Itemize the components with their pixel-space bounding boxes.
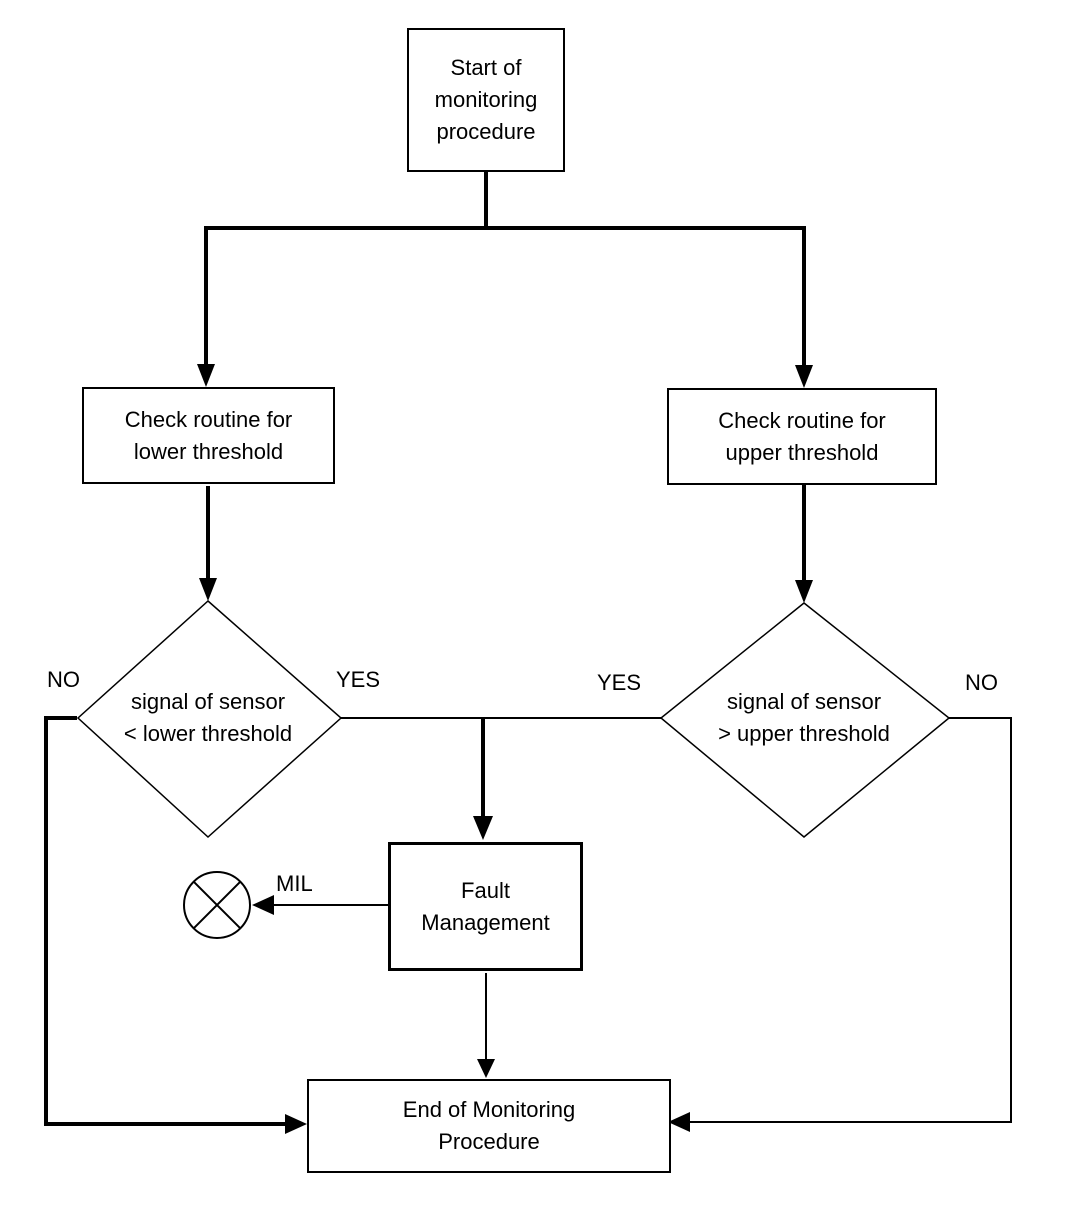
fault-line: Fault: [461, 877, 510, 903]
label-yes-left: YES: [336, 667, 381, 692]
fault-management-node: Fault Management: [388, 842, 583, 971]
decision-lower-line: signal of sensor: [130, 689, 286, 714]
arrowhead-to-decision-lower: [199, 578, 217, 601]
check-upper-line: upper threshold: [725, 439, 879, 465]
check-lower-line: Check routine for: [124, 406, 293, 432]
check-lower-threshold-node: Check routine for lower threshold: [82, 387, 335, 484]
decision-lower-line: < lower threshold: [123, 721, 293, 746]
decision-upper-diamond: [659, 602, 951, 838]
arrowhead-to-decision-upper: [795, 580, 813, 603]
label-no-left: NO: [47, 667, 80, 692]
start-node-line: procedure: [436, 119, 536, 144]
decision-upper-text: signal of sensor > upper threshold: [679, 686, 929, 750]
decision-upper-line: > upper threshold: [718, 721, 890, 746]
mil-lamp-icon: [183, 871, 251, 939]
arrowhead-no-right-to-end: [668, 1112, 690, 1132]
edge-no-left-to-end: [44, 716, 290, 1126]
decision-lower-text: signal of sensor < lower threshold: [83, 686, 333, 750]
fault-line: Management: [421, 909, 550, 935]
arrowhead-to-check-upper: [795, 365, 813, 388]
check-lower-line: lower threshold: [133, 438, 284, 464]
arrowhead-to-fault: [473, 816, 493, 840]
start-node-line: Start of: [450, 55, 522, 80]
arrowhead-no-left-to-end: [285, 1114, 307, 1134]
edge-no-right-to-end: [686, 717, 1012, 1123]
label-mil: MIL: [276, 871, 313, 896]
start-node: Start of monitoring procedure: [407, 28, 565, 172]
end-line: End of Monitoring: [402, 1097, 576, 1122]
start-node-line: monitoring: [434, 87, 538, 112]
arrowhead-to-check-lower: [197, 364, 215, 387]
arrowhead-fault-to-end: [477, 1059, 495, 1078]
decision-upper-line: signal of sensor: [726, 689, 882, 714]
end-node: End of Monitoring Procedure: [307, 1079, 671, 1173]
decision-lower-diamond: [76, 599, 343, 839]
label-no-right: NO: [965, 670, 998, 695]
label-yes-right: YES: [597, 670, 642, 695]
check-upper-threshold-node: Check routine for upper threshold: [667, 388, 937, 485]
end-line: Procedure: [438, 1129, 540, 1154]
arrowhead-to-mil: [252, 895, 274, 915]
check-upper-line: Check routine for: [718, 407, 886, 433]
edge-branch-rail: [204, 226, 806, 370]
